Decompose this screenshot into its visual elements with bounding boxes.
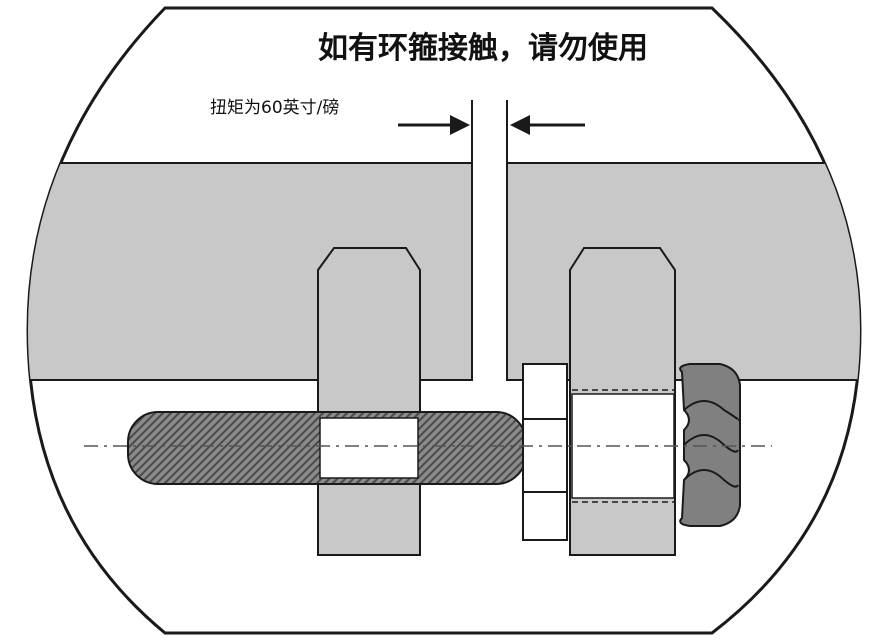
hex-nut-facet-lower bbox=[683, 469, 739, 488]
washer-bottom bbox=[522, 491, 568, 541]
right-band-panel bbox=[506, 162, 860, 381]
hex-nut bbox=[679, 363, 741, 527]
arrow-right-head bbox=[510, 115, 530, 135]
diagram-title: 如有环箍接触，请勿使用 bbox=[318, 31, 648, 66]
left-clamp-tab bbox=[317, 247, 421, 556]
arrow-left-head bbox=[450, 115, 470, 135]
hex-nut-facet-middle bbox=[683, 434, 739, 453]
washer-top bbox=[522, 363, 568, 420]
hex-nut-facet-top bbox=[683, 400, 740, 421]
torque-label: 扭矩为60英寸/磅 bbox=[210, 98, 339, 118]
left-tab-bolt-hole bbox=[319, 417, 419, 479]
washer-middle bbox=[522, 418, 568, 493]
